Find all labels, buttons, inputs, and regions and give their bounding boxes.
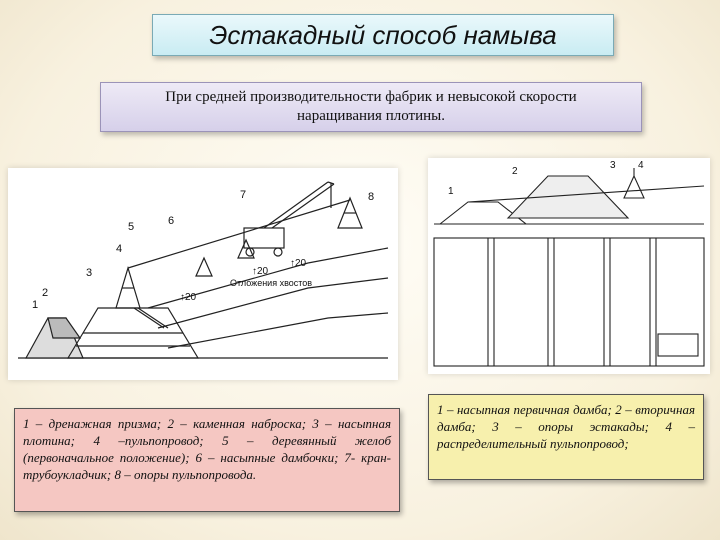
left-label-1: 1 — [32, 299, 38, 311]
right-label-3: 3 — [610, 160, 616, 171]
right-drawing-svg: 1 2 3 4 — [433, 160, 705, 367]
left-label-4: 4 — [116, 243, 122, 255]
right-engineering-drawing: 1 2 3 4 — [428, 158, 710, 374]
right-legend-caption: 1 – насыпная первичная дамба; 2 – вторич… — [428, 394, 704, 480]
left-mark-1: ↑20 — [180, 292, 197, 303]
left-drawing-svg: 1 2 3 4 5 6 7 8 ↑20 ↑20 ↑20 Отложения хв… — [18, 181, 389, 359]
left-label-7: 7 — [240, 189, 246, 201]
slide-subtitle: При средней производительности фабрик и … — [100, 82, 642, 132]
left-mark-2: ↑20 — [252, 266, 269, 277]
left-engineering-drawing: 1 2 3 4 5 6 7 8 ↑20 ↑20 ↑20 Отложения хв… — [8, 168, 398, 380]
left-label-6: 6 — [168, 215, 174, 227]
slide-title: Эстакадный способ намыва — [152, 14, 614, 56]
right-label-4: 4 — [638, 160, 644, 171]
left-label-2: 2 — [42, 287, 48, 299]
left-label-5: 5 — [128, 221, 134, 233]
left-mark-3: ↑20 — [290, 258, 307, 269]
left-sediment-label: Отложения хвостов — [230, 278, 312, 288]
right-label-2: 2 — [512, 166, 518, 177]
left-legend-caption: 1 – дренажная призма; 2 – каменная набро… — [14, 408, 400, 512]
right-label-1: 1 — [448, 186, 454, 197]
left-label-8: 8 — [368, 191, 374, 203]
left-label-3: 3 — [86, 267, 92, 279]
